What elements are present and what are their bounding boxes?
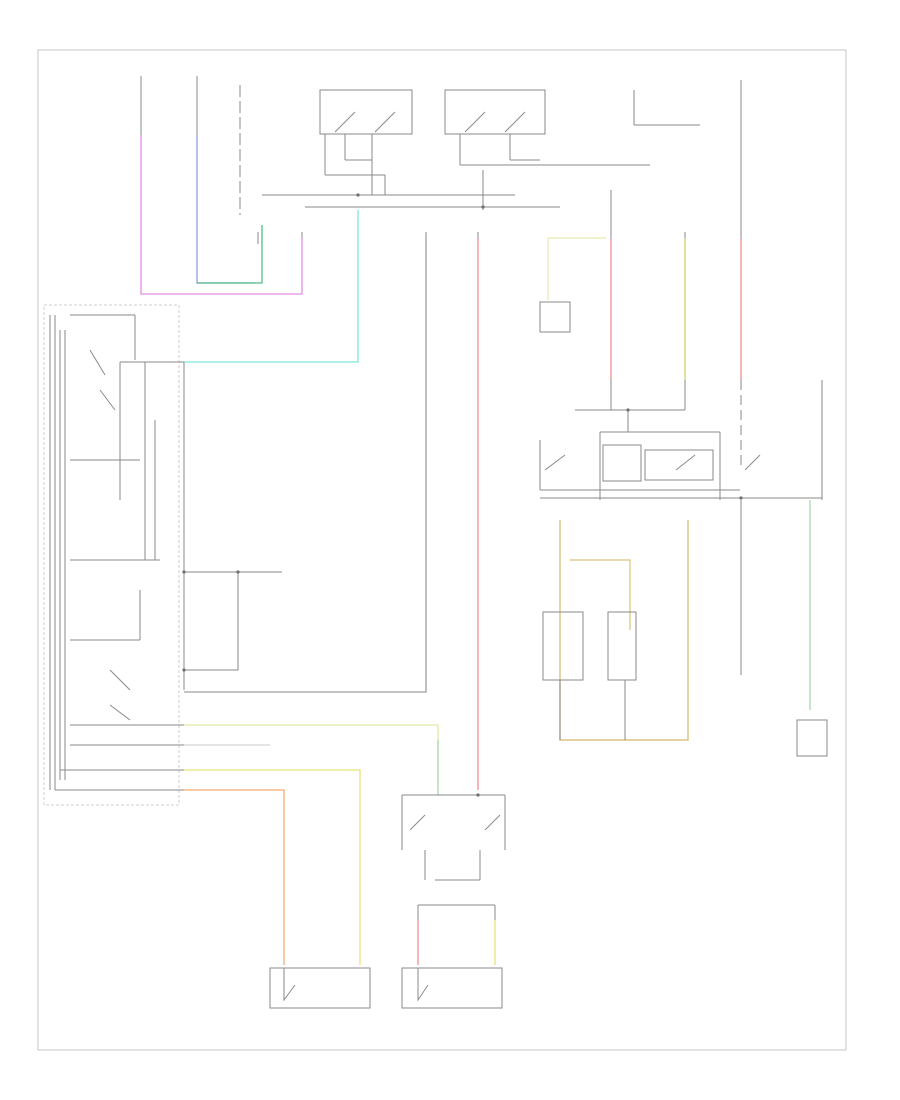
wire-pink bbox=[140, 135, 303, 295]
wire-yellow-green bbox=[184, 724, 439, 790]
wire-blue bbox=[196, 135, 255, 284]
wire-tan-inner bbox=[570, 559, 631, 630]
wire-tan-loop bbox=[559, 520, 689, 741]
switch-right bbox=[607, 611, 637, 681]
component-small-left bbox=[539, 301, 571, 333]
wire-black-main bbox=[184, 238, 427, 693]
top-fuses bbox=[140, 76, 742, 215]
left-switch-assembly bbox=[43, 304, 184, 806]
wire-green bbox=[197, 225, 263, 284]
diagram-frame bbox=[37, 49, 847, 1051]
relay-left bbox=[319, 89, 413, 195]
lamp-left bbox=[269, 967, 371, 1009]
lamp-right bbox=[401, 967, 503, 1009]
wire-orange bbox=[184, 789, 285, 965]
wire-cyan bbox=[184, 210, 359, 363]
wire-yellow bbox=[184, 769, 361, 965]
relay-block-right bbox=[539, 380, 740, 500]
bus-lines bbox=[262, 194, 560, 208]
relay-right bbox=[444, 89, 650, 166]
junction-dots bbox=[182, 193, 743, 797]
sensor-right bbox=[796, 719, 828, 757]
switch-left bbox=[542, 611, 584, 681]
connector-row bbox=[257, 232, 742, 244]
